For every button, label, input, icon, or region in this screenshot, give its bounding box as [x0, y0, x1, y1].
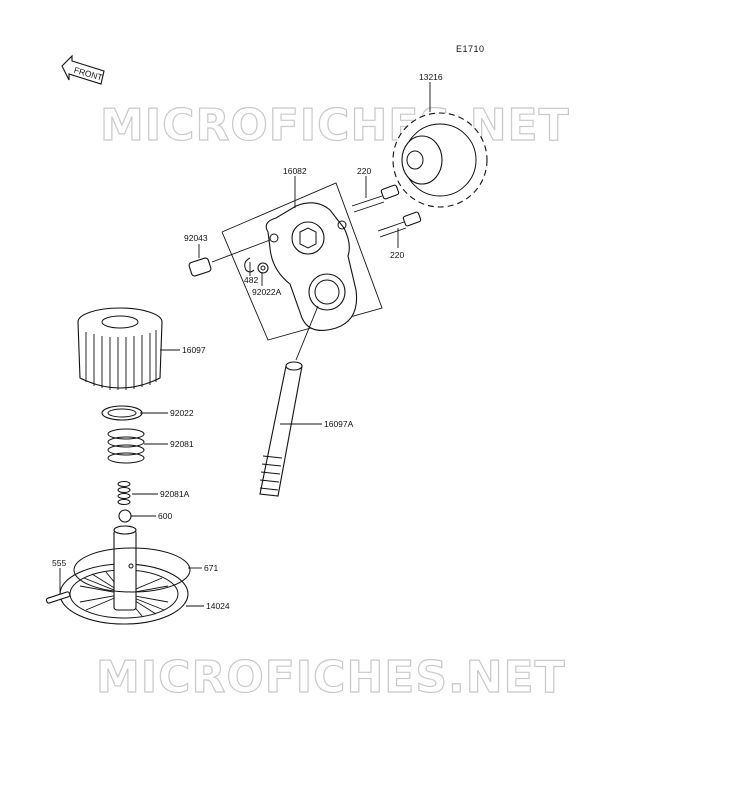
label-92043: 92043 [184, 233, 208, 243]
spring-92081A [117, 481, 131, 505]
watermark-top: MICROFICHES.NET [100, 100, 570, 151]
pin-92043 [188, 239, 271, 277]
o-ring-671 [73, 547, 191, 593]
washer-92022A [257, 262, 269, 274]
bolt-220-lower [377, 211, 422, 238]
clip-482 [244, 257, 255, 273]
strainer-16097A [259, 305, 319, 497]
ball-600 [118, 509, 132, 523]
label-14024: 14024 [206, 601, 230, 611]
spring-92081 [107, 428, 145, 464]
diagram-code: E1710 [456, 44, 485, 54]
watermark-bottom: MICROFICHES.NET [96, 652, 566, 703]
label-482: 482 [244, 275, 258, 285]
pin-555 [45, 591, 71, 604]
label-16082: 16082 [283, 166, 307, 176]
label-92081: 92081 [170, 439, 194, 449]
label-92022: 92022 [170, 408, 194, 418]
oil-filter-16097 [77, 307, 163, 390]
label-16097A: 16097A [324, 419, 354, 429]
label-671: 671 [204, 563, 218, 573]
label-220-lower: 220 [390, 250, 404, 260]
relief-plate-14024 [59, 525, 189, 625]
gear-13216 [392, 112, 488, 208]
front-arrow-icon: FRONT [61, 54, 105, 85]
label-600: 600 [158, 511, 172, 521]
label-16097: 16097 [182, 345, 206, 355]
label-13216: 13216 [419, 72, 443, 82]
label-92022A: 92022A [252, 287, 282, 297]
label-555: 555 [52, 558, 66, 568]
label-220-upper: 220 [357, 166, 371, 176]
label-92081A: 92081A [160, 489, 190, 499]
bolt-220-upper [351, 184, 400, 213]
oil-pump-16082 [221, 182, 383, 341]
